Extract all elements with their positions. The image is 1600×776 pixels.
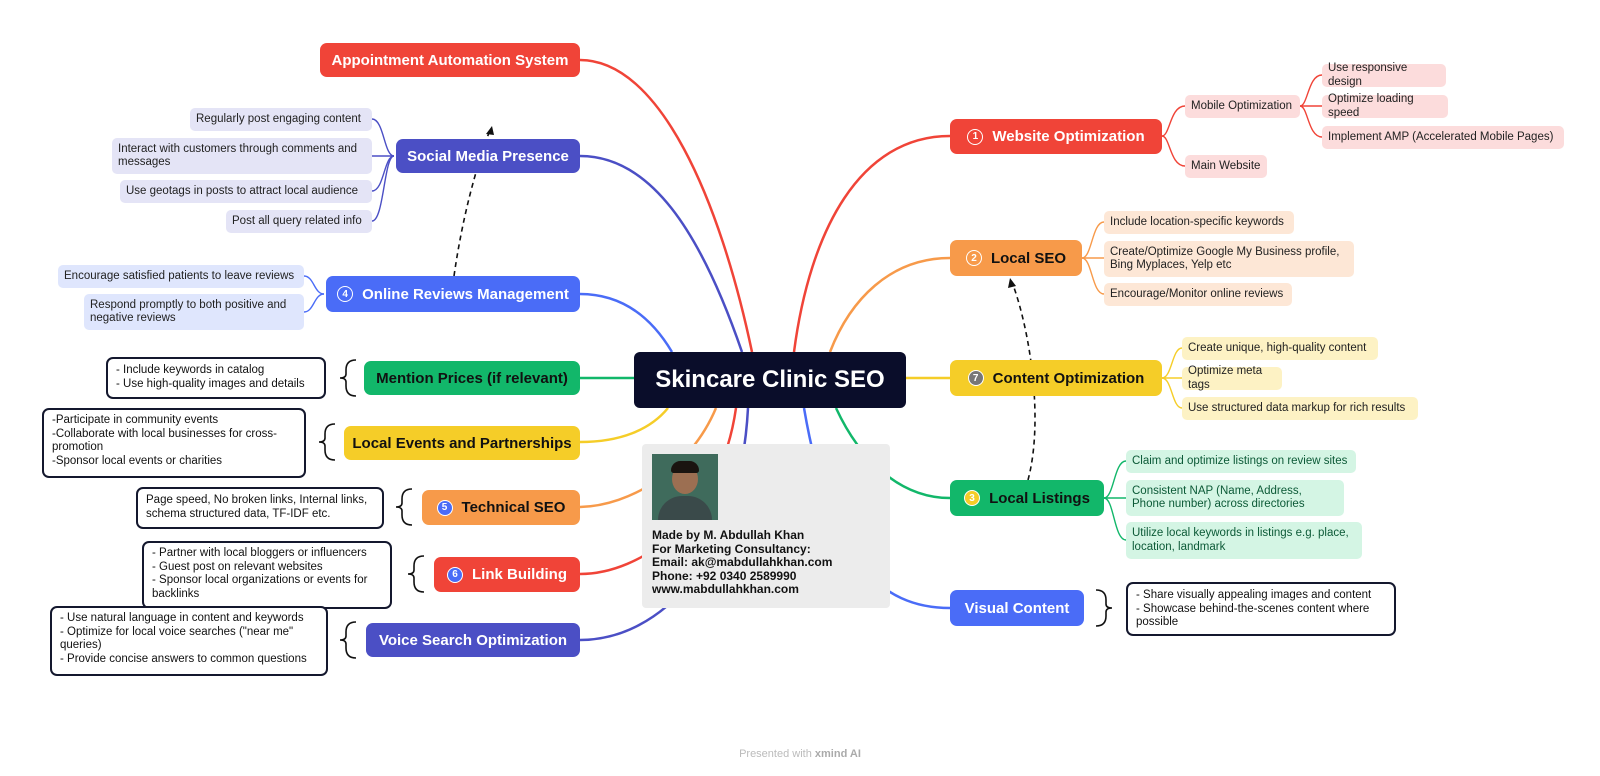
topic-social-media[interactable]: Social Media Presence bbox=[396, 139, 580, 173]
footer-prefix: Presented with bbox=[739, 748, 815, 760]
listings-item-2[interactable]: Consistent NAP (Name, Address, Phone num… bbox=[1126, 480, 1344, 516]
note-line: -Collaborate with local businesses for c… bbox=[52, 427, 277, 454]
number-badge: 2 bbox=[965, 250, 982, 266]
topic-technical-seo[interactable]: 5 Technical SEO bbox=[422, 490, 580, 525]
number-badge: 5 bbox=[436, 499, 453, 516]
number-badge: 1 bbox=[967, 128, 984, 145]
mobile-item-1[interactable]: Use responsive design bbox=[1322, 62, 1446, 88]
author-email: Email: ak@mabdullahkhan.com bbox=[652, 555, 833, 569]
mobile-item-3[interactable]: Implement AMP (Accelerated Mobile Pages) bbox=[1322, 126, 1564, 149]
social-item-3[interactable]: Use geotags in posts to attract local au… bbox=[120, 180, 372, 203]
topic-label: Appointment Automation System bbox=[331, 51, 569, 69]
note-line: - Optimize for local voice searches ("ne… bbox=[60, 625, 294, 652]
central-topic[interactable]: Skincare Clinic SEO bbox=[634, 352, 906, 408]
topic-label: Website Optimization bbox=[992, 128, 1145, 145]
note-line: -Sponsor local events or charities bbox=[52, 454, 223, 467]
content-item-2[interactable]: Optimize meta tags bbox=[1182, 365, 1282, 391]
author-card: Made by M. Abdullah Khan For Marketing C… bbox=[642, 444, 890, 608]
topic-label: Mention Prices (if relevant) bbox=[376, 369, 568, 387]
voice-note: - Use natural language in content and ke… bbox=[50, 606, 328, 676]
topic-local-seo[interactable]: 2 Local SEO bbox=[950, 240, 1082, 276]
note-line: - Share visually appealing images and co… bbox=[1136, 589, 1372, 601]
note-line: - Sponsor local organizations or events … bbox=[152, 574, 368, 600]
content-item-1[interactable]: Create unique, high-quality content bbox=[1182, 337, 1378, 360]
topic-local-events[interactable]: Local Events and Partnerships bbox=[344, 426, 580, 460]
topic-label: Local Listings bbox=[989, 489, 1090, 507]
reviews-item-1[interactable]: Encourage satisfied patients to leave re… bbox=[58, 265, 304, 288]
note-line: -Participate in community events bbox=[52, 414, 219, 426]
visual-note: - Share visually appealing images and co… bbox=[1126, 582, 1396, 636]
social-item-1[interactable]: Regularly post engaging content bbox=[190, 108, 372, 131]
topic-label: Voice Search Optimization bbox=[378, 631, 568, 649]
number-badge: 3 bbox=[964, 490, 981, 506]
localseo-item-2[interactable]: Create/Optimize Google My Business profi… bbox=[1104, 241, 1354, 277]
topic-mention-prices[interactable]: Mention Prices (if relevant) bbox=[364, 361, 580, 395]
localseo-item-1[interactable]: Include location-specific keywords bbox=[1104, 211, 1294, 234]
author-website: www.mabdullahkhan.com bbox=[652, 582, 799, 596]
topic-visual-content[interactable]: Visual Content bbox=[950, 590, 1084, 626]
topic-local-listings[interactable]: 3 Local Listings bbox=[950, 480, 1104, 516]
note-line: - Partner with local bloggers or influen… bbox=[152, 547, 367, 559]
note-line: - Guest post on relevant websites bbox=[152, 560, 323, 573]
technical-note: Page speed, No broken links, Internal li… bbox=[136, 487, 384, 529]
content-item-3[interactable]: Use structured data markup for rich resu… bbox=[1182, 397, 1418, 420]
mobile-item-2[interactable]: Optimize loading speed bbox=[1322, 93, 1448, 119]
events-note: -Participate in community events -Collab… bbox=[42, 408, 306, 478]
topic-voice-search[interactable]: Voice Search Optimization bbox=[366, 623, 580, 657]
topic-label: Technical SEO bbox=[461, 499, 566, 516]
note-line: - Provide concise answers to common ques… bbox=[60, 652, 307, 665]
author-phone: Phone: +92 0340 2589990 bbox=[652, 568, 797, 583]
social-item-4[interactable]: Post all query related info bbox=[226, 210, 372, 233]
topic-label: Social Media Presence bbox=[407, 147, 569, 165]
author-consultancy: For Marketing Consultancy: bbox=[652, 541, 811, 556]
author-info: Made by M. Abdullah Khan For Marketing C… bbox=[652, 528, 833, 597]
topic-appointment-automation[interactable]: Appointment Automation System bbox=[320, 43, 580, 77]
topic-website-optimization[interactable]: 1 Website Optimization bbox=[950, 119, 1162, 154]
topic-label: Online Reviews Management bbox=[362, 285, 569, 303]
prices-note: - Include keywords in catalog - Use high… bbox=[106, 357, 326, 399]
links-note: - Partner with local bloggers or influen… bbox=[142, 541, 392, 609]
localseo-item-3[interactable]: Encourage/Monitor online reviews bbox=[1104, 283, 1292, 306]
note-line: - Showcase behind-the-scenes content whe… bbox=[1136, 602, 1370, 629]
author-photo bbox=[652, 454, 718, 520]
topic-online-reviews[interactable]: 4 Online Reviews Management bbox=[326, 276, 580, 312]
listings-item-3[interactable]: Utilize local keywords in listings e.g. … bbox=[1126, 522, 1362, 559]
author-name: Made by M. Abdullah Khan bbox=[652, 528, 805, 542]
website-mobile-optimization[interactable]: Mobile Optimization bbox=[1185, 95, 1300, 118]
reviews-item-2[interactable]: Respond promptly to both positive and ne… bbox=[84, 294, 304, 330]
topic-content-optimization[interactable]: 7 Content Optimization bbox=[950, 360, 1162, 396]
website-main-website[interactable]: Main Website bbox=[1185, 155, 1267, 178]
topic-label: Local SEO bbox=[990, 249, 1067, 267]
number-badge: 6 bbox=[447, 566, 463, 583]
note-line: - Use high-quality images and details bbox=[116, 377, 305, 390]
note-line: - Use natural language in content and ke… bbox=[60, 612, 304, 624]
topic-link-building[interactable]: 6 Link Building bbox=[434, 557, 580, 592]
topic-label: Local Events and Partnerships bbox=[352, 434, 572, 452]
topic-label: Content Optimization bbox=[992, 369, 1145, 387]
number-badge: 4 bbox=[337, 286, 354, 302]
note-line: Page speed, No broken links, Internal li… bbox=[146, 494, 368, 520]
topic-label: Visual Content bbox=[964, 599, 1070, 617]
presented-with-footer: Presented with xmind AI bbox=[0, 748, 1600, 760]
note-line: - Include keywords in catalog bbox=[116, 364, 265, 376]
topic-label: Link Building bbox=[472, 566, 567, 583]
xmind-brand: xmind AI bbox=[814, 748, 861, 760]
social-item-2[interactable]: Interact with customers through comments… bbox=[112, 138, 372, 174]
listings-item-1[interactable]: Claim and optimize listings on review si… bbox=[1126, 450, 1356, 473]
number-badge: 7 bbox=[967, 370, 984, 386]
